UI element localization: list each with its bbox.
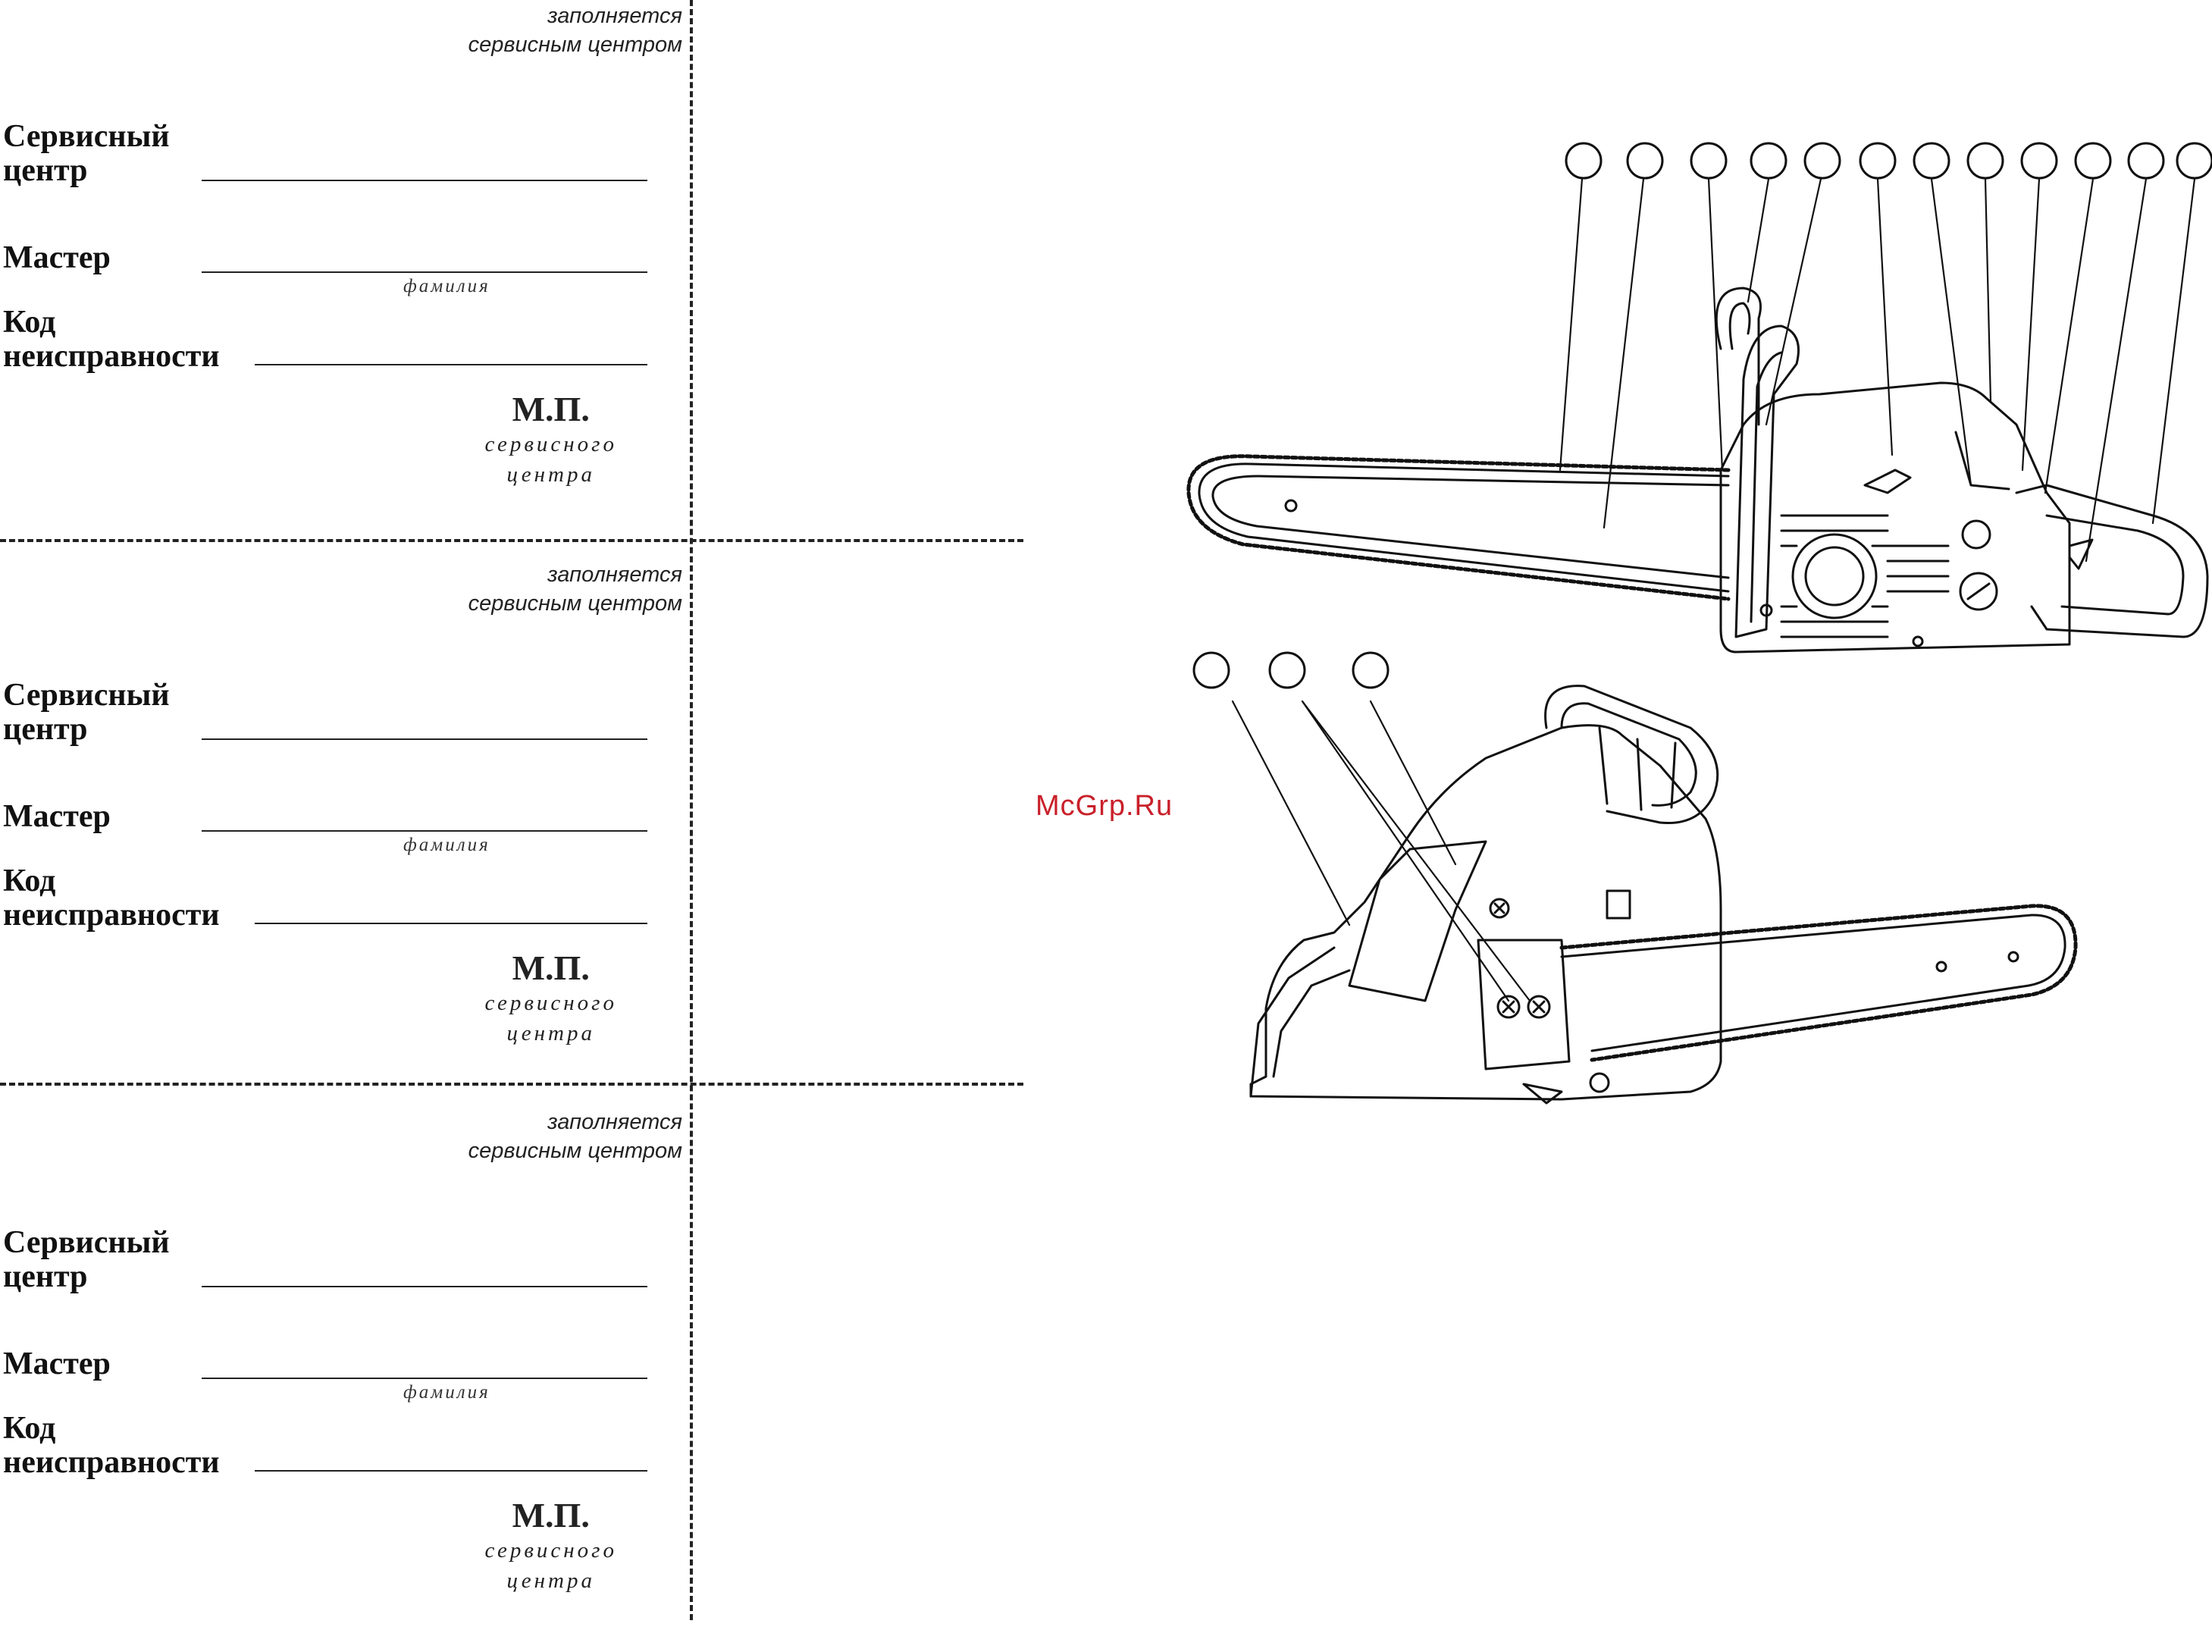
service-center-field[interactable]: [202, 738, 647, 740]
service-center-label: Сервисный центр: [3, 1225, 170, 1294]
fault-code-label: Код неисправности: [3, 864, 220, 933]
watermark: McGrp.Ru: [1036, 790, 1173, 822]
horizontal-cut-line: [0, 539, 1023, 542]
service-center-field[interactable]: [202, 180, 647, 181]
fault-code-field[interactable]: [255, 1470, 647, 1472]
stamp-area: М.П. сервисного центра: [484, 1496, 617, 1593]
master-field[interactable]: [202, 271, 647, 273]
master-label: Мастер: [3, 799, 111, 834]
chainsaw-side-view: [1186, 142, 2212, 654]
callout-circles-top: [1565, 142, 2212, 180]
master-label: Мастер: [3, 240, 111, 275]
callout-circles-bottom: [1192, 651, 1390, 689]
surname-hint: фамилия: [403, 276, 490, 296]
chainsaw-top-view: [1192, 651, 2078, 1105]
surname-hint: фамилия: [403, 1382, 490, 1403]
fault-code-label: Код неисправности: [3, 1411, 220, 1480]
warranty-coupon-3: заполняется сервисным центром Сервисный …: [0, 1106, 690, 1652]
warranty-coupon-2: заполняется сервисным центром Сервисный …: [0, 559, 690, 1105]
stamp-area: М.П. сервисного центра: [484, 390, 617, 487]
master-field[interactable]: [202, 830, 647, 832]
stamp-area: М.П. сервисного центра: [484, 948, 617, 1045]
warranty-coupon-1: заполняется сервисным центром Сервисный …: [0, 0, 690, 546]
filled-by-note: заполняется сервисным центром: [468, 1110, 682, 1163]
service-center-field[interactable]: [202, 1286, 647, 1287]
service-center-label: Сервисный центр: [3, 678, 170, 747]
fault-code-field[interactable]: [255, 364, 647, 365]
fault-code-label: Код неисправности: [3, 305, 220, 374]
filled-by-note: заполняется сервисным центром: [468, 4, 682, 57]
service-center-label: Сервисный центр: [3, 119, 170, 188]
surname-hint: фамилия: [403, 835, 490, 855]
master-field[interactable]: [202, 1378, 647, 1379]
master-label: Мастер: [3, 1346, 111, 1381]
filled-by-note: заполняется сервисным центром: [468, 563, 682, 616]
fault-code-field[interactable]: [255, 923, 647, 924]
horizontal-cut-line: [0, 1083, 1023, 1086]
vertical-cut-line: [690, 0, 693, 1620]
callout-leaders-bottom: [1231, 700, 1531, 1002]
callout-leaders-top: [1559, 177, 2196, 563]
